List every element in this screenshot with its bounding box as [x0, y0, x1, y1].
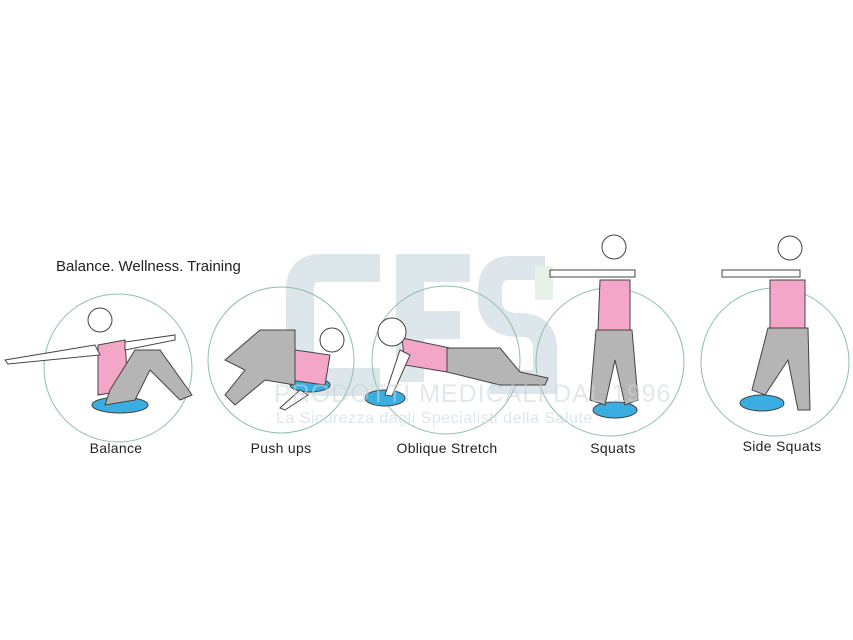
exercise-circle-push-ups — [207, 286, 355, 434]
watermark-line2: La Sicurezza dagli Specialisti della Sal… — [276, 410, 593, 427]
tagline: Balance. Wellness. Training — [56, 258, 241, 275]
figure-push-ups — [224, 327, 345, 411]
exercise-circle-balance — [43, 293, 193, 443]
label-push-ups: Push ups — [250, 440, 312, 456]
exercise-circle-oblique-stretch — [371, 285, 521, 435]
watermark-line1: PRODOTTI MEDICALI DAL 1996 — [274, 380, 672, 408]
label-side-squats: Side Squats — [742, 438, 822, 454]
figure-balance — [4, 307, 193, 414]
figure-squats — [549, 234, 639, 419]
label-squats: Squats — [590, 440, 636, 456]
label-oblique-stretch: Oblique Stretch — [396, 440, 498, 456]
label-balance: Balance — [89, 440, 143, 456]
figure-oblique-stretch — [364, 317, 549, 407]
figure-side-squats — [721, 235, 811, 412]
